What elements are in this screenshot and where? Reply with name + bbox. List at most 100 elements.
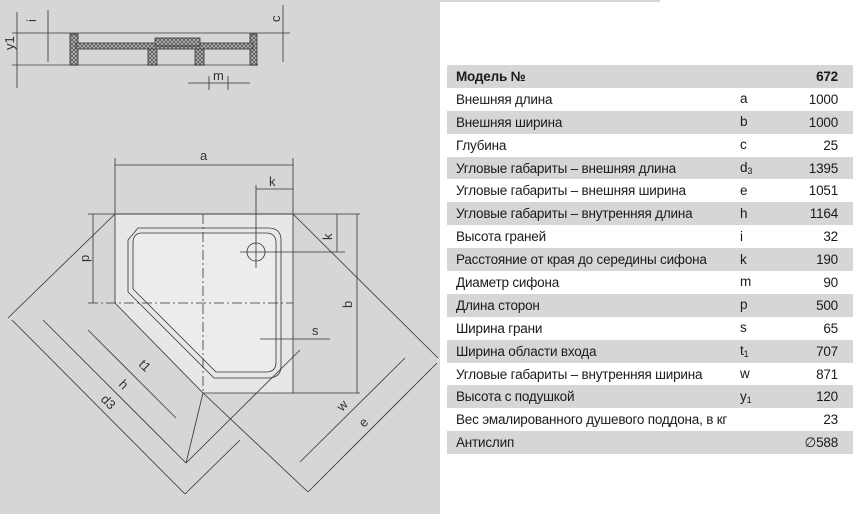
row-value: ∅588 [804,434,839,450]
row-label: Вес эмалированного душевого поддона, в к… [456,412,728,428]
row-value: 65 [823,320,838,336]
table-row: Угловые габариты – внутренняя длина h 1164 [447,202,853,226]
plan-view [7,158,439,495]
table-row: Антислип ∅588 [447,431,853,455]
row-value: 190 [816,252,838,268]
row-symbol-main: h [740,205,748,221]
row-value: 1000 [808,114,838,130]
row-symbol: s [740,320,780,336]
table-row: Глубина c 25 [447,134,853,157]
label-p: p [77,255,92,262]
table-row: Длина сторон p 500 [447,293,853,317]
table-row: Внешняя длина a 1000 [447,88,853,111]
row-label: Диаметр сифона [456,274,560,290]
row-symbol-main: k [740,251,747,267]
row-symbol-main: e [740,182,748,198]
row-value: 23 [823,412,838,428]
row-label: Внешняя ширина [456,114,563,130]
label-m: m [213,68,224,83]
row-value: 871 [816,366,838,382]
row-symbol: a [740,91,780,107]
row-symbol-main: y [740,388,747,404]
row-symbol: e [740,183,780,199]
row-label: Высота граней [456,229,546,245]
label-b: b [340,301,355,308]
row-label: Угловые габариты – внутренняя длина [456,206,693,222]
table-row: Диаметр сифона m 90 [447,271,853,294]
table-row: Внешняя ширина b 1000 [447,110,853,134]
row-label: Глубина [456,137,507,153]
row-label: Внешняя длина [456,91,553,107]
label-y1: y1 [2,36,17,50]
row-label: Ширина области входа [456,343,597,359]
label-w: w [333,396,351,414]
row-value: 1051 [808,183,838,199]
table-row: Угловые габариты – внешняя длина d3 1395 [447,156,853,180]
row-symbol: h [740,206,780,222]
label-c: c [268,15,283,22]
row-symbol: b [740,114,780,130]
row-value: 707 [816,343,838,359]
row-symbol-main: m [740,274,752,290]
row-label: Длина сторон [456,297,540,313]
row-value: 32 [823,229,838,245]
table-header-row: Модель № 672 [447,65,853,88]
row-value: 1164 [809,206,838,222]
row-label: Ширина грани [456,320,543,336]
table-row: Ширина области входа t1 707 [447,339,853,363]
table-row: Высота граней i 32 [447,225,853,248]
row-symbol: w [740,366,780,382]
row-symbol-main: p [740,297,748,313]
label-i: i [24,19,39,22]
row-label: Угловые габариты – внутренняя ширина [456,366,703,382]
table-row: Вес эмалированного душевого поддона, в к… [447,408,853,431]
row-symbol: t1 [740,343,780,359]
model-number: 672 [816,68,838,84]
row-symbol-main: c [740,137,747,153]
row-symbol: c [740,137,780,153]
row-symbol: d3 [740,160,780,176]
row-symbol-sub: 1 [743,349,749,360]
row-value: 1000 [808,91,838,107]
technical-drawing: y1 i c m a k k p [2,5,439,495]
label-t1: t1 [136,357,154,375]
row-symbol-main: w [740,366,750,382]
row-symbol-sub: 1 [746,394,752,405]
label-h: h [116,377,132,393]
row-label: Антислип [456,435,515,451]
label-e: e [356,414,372,430]
top-divider [440,0,660,2]
row-value: 25 [823,137,838,153]
row-symbol: p [740,297,780,313]
label-s: s [312,323,319,338]
row-value: 1395 [808,160,838,176]
row-label: Расстояние от края до середины сифона [456,252,707,268]
row-symbol: y1 [740,389,780,405]
label-k-side: k [320,233,335,240]
label-k-top: k [269,174,276,189]
row-value: 120 [816,389,838,405]
row-symbol-main: i [740,228,743,244]
row-symbol-sub: 3 [747,166,753,176]
table-row: Ширина грани s 65 [447,317,853,340]
row-label: Угловые габариты – внешняя длина [456,160,676,176]
row-symbol: i [740,229,780,245]
row-symbol-main: s [740,320,747,336]
row-value: 90 [823,274,838,290]
row-symbol-main: a [740,91,748,107]
table-row: Высота с подушкой y1 120 [447,385,853,409]
label-a: a [200,148,208,163]
table-row: Угловые габариты – внутренняя ширина w 871 [447,363,853,386]
row-value: 500 [816,297,838,313]
row-symbol-main: t [740,343,744,359]
header-label: Модель № [456,68,526,84]
row-symbol: k [740,252,780,268]
row-symbol: m [740,274,780,290]
row-symbol-main: b [740,114,748,130]
row-symbol-main: d [740,160,748,175]
table-row: Угловые габариты – внешняя ширина e 1051 [447,179,853,202]
row-label: Высота с подушкой [456,389,575,405]
row-label: Угловые габариты – внешняя ширина [456,183,686,199]
table-row: Расстояние от края до середины сифона k 19… [447,248,853,272]
